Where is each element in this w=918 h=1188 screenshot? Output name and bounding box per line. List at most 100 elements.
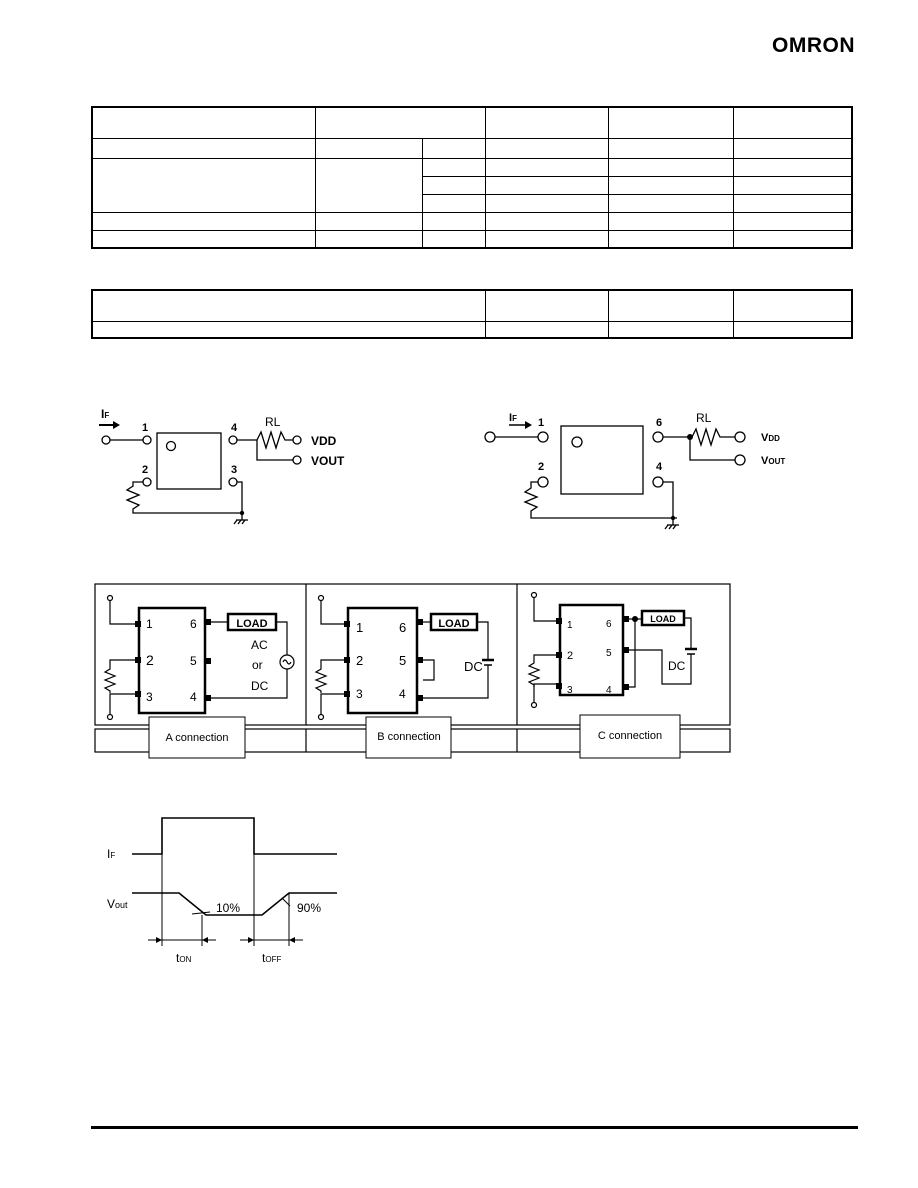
table-cell <box>485 175 609 195</box>
load-label: LOAD <box>650 614 676 624</box>
pin-label: 4 <box>399 687 406 701</box>
table-cell <box>733 157 853 177</box>
table-cell <box>733 175 853 195</box>
table-row <box>91 289 853 322</box>
table-cell <box>91 137 316 159</box>
supply-label: AC <box>251 638 268 652</box>
table-cell <box>422 175 486 195</box>
pin-label: 1 <box>567 620 573 631</box>
pin-label: 4 <box>606 685 612 696</box>
spec-table-1 <box>91 106 853 249</box>
table-row <box>91 137 853 159</box>
table-cell <box>485 229 609 249</box>
pin-label: 5 <box>399 653 406 668</box>
pin-label: 2 <box>146 652 154 668</box>
pin-label: 1 <box>146 617 153 631</box>
table-row <box>91 106 853 139</box>
table-cell <box>91 157 316 213</box>
table-cell <box>422 229 486 249</box>
pin-label: 6 <box>190 617 197 631</box>
table-cell <box>733 211 853 231</box>
table-cell <box>608 157 734 177</box>
a-connection-label: A connection <box>166 732 229 744</box>
pin-label: 5 <box>190 654 197 668</box>
vout-label: VOUT <box>761 455 785 467</box>
table-cell <box>485 193 609 213</box>
if-label: IF <box>101 407 109 421</box>
table-cell <box>485 211 609 231</box>
table-cell <box>422 137 486 159</box>
c-connection-label: C connection <box>598 730 662 742</box>
b-connection-label: B connection <box>377 731 441 743</box>
table-cell <box>608 106 734 139</box>
table-cell <box>608 211 734 231</box>
table-cell <box>422 157 486 177</box>
pin-label: 4 <box>231 422 238 434</box>
table-row <box>91 157 853 213</box>
vdd-label: VDD <box>311 434 337 448</box>
pin-label: 4 <box>656 461 663 473</box>
table-cell <box>485 320 609 339</box>
ten-percent-label: 10% <box>216 901 240 915</box>
table-cell <box>315 137 423 159</box>
toff-label: tOFF <box>262 951 281 965</box>
table-cell <box>485 289 609 322</box>
table-cell <box>733 320 853 339</box>
a-connection-diagram: 1 2 3 6 5 4 LOAD AC or DC A connection <box>103 594 295 759</box>
pin-label: 1 <box>356 620 363 635</box>
table-cell <box>608 175 734 195</box>
pin-label: 3 <box>146 690 153 704</box>
test-circuit-2: IF 1 2 6 4 RL VDD VOUT <box>484 411 785 530</box>
table-cell <box>608 193 734 213</box>
table-cell <box>608 229 734 249</box>
supply-label: DC <box>251 679 269 693</box>
if-label: IF <box>107 847 115 861</box>
table-row <box>92 175 853 195</box>
pin-label: 1 <box>142 422 148 434</box>
table-cell <box>422 211 486 231</box>
connection-diagrams: 1 2 3 6 5 4 LOAD AC or DC A connection <box>94 583 731 759</box>
table-cell <box>315 106 486 139</box>
table-cell <box>91 320 486 339</box>
table-cell <box>608 289 734 322</box>
load-label: LOAD <box>438 618 469 630</box>
table-cell <box>91 106 316 139</box>
ninety-percent-label: 90% <box>297 901 321 915</box>
pin-label: 3 <box>231 464 237 476</box>
pin-label: 4 <box>190 690 197 704</box>
vout-label: Vout <box>107 897 128 911</box>
table-cell <box>91 289 486 322</box>
pin-label: 6 <box>399 620 406 635</box>
if-label: IF <box>509 412 517 424</box>
rl-label: RL <box>696 411 712 425</box>
vout-label: VOUT <box>311 454 345 468</box>
table-cell <box>733 229 853 249</box>
b-connection-diagram: 1 2 3 6 5 4 LOAD DC B connection <box>314 594 494 759</box>
footer-rule <box>91 1126 858 1129</box>
timing-diagram: IF Vout 10% 90% tON tOFF <box>107 817 337 965</box>
load-label: LOAD <box>236 618 267 630</box>
table-cell <box>91 229 316 249</box>
pin-label: 2 <box>538 461 544 473</box>
table-cell <box>733 289 853 322</box>
spec-table-2 <box>91 289 853 339</box>
table-cell <box>608 320 734 339</box>
ton-label: tON <box>176 951 192 965</box>
test-circuit-1: IF 1 2 4 3 RL VDD VOUT <box>99 407 345 525</box>
pin-label: 6 <box>656 417 662 429</box>
supply-label: DC <box>668 659 686 673</box>
supply-label: DC <box>464 659 483 674</box>
table-cell <box>315 157 423 213</box>
rl-label: RL <box>265 415 281 429</box>
pin-label: 3 <box>356 687 363 701</box>
table-cell <box>422 193 486 213</box>
table-cell <box>733 137 853 159</box>
pin-label: 1 <box>538 417 544 429</box>
pin-label: 2 <box>142 464 148 476</box>
table-row <box>91 211 853 231</box>
table-cell <box>485 157 609 177</box>
vdd-label: VDD <box>761 432 780 444</box>
supply-label: or <box>252 658 263 672</box>
table-cell <box>91 211 316 231</box>
table-cell <box>608 137 734 159</box>
